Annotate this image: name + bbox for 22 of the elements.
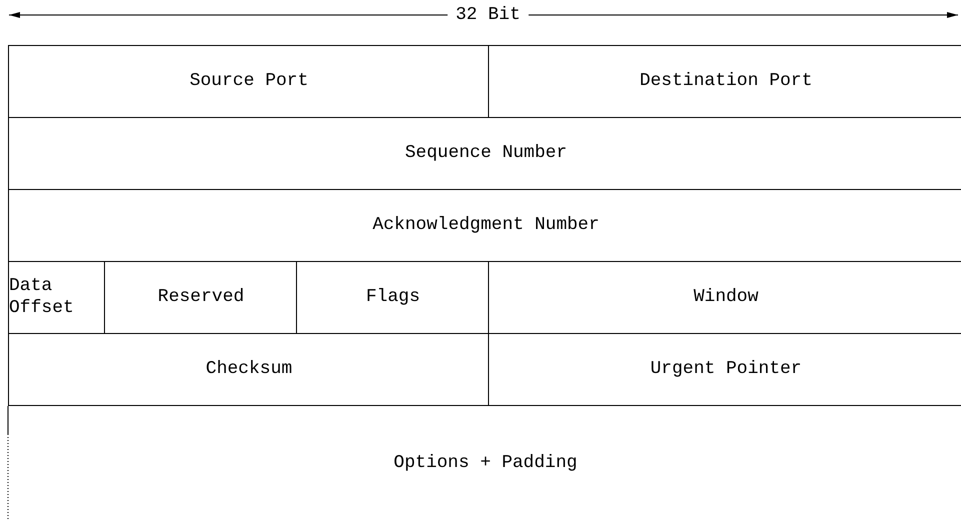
field-label: Urgent Pointer <box>650 359 802 381</box>
field-label: Flags <box>366 287 420 309</box>
header-field-cell <box>8 405 961 521</box>
header-field-cell <box>488 333 961 406</box>
field-label: Source Port <box>190 71 308 93</box>
field-label: Sequence Number <box>404 143 568 165</box>
header-field-cell <box>8 261 105 334</box>
header-field-cell <box>8 333 489 406</box>
header-field-cell <box>8 189 961 262</box>
field-label: Window <box>694 287 758 309</box>
field-label: Reserved <box>158 287 244 309</box>
field-label: Destination Port <box>640 71 812 93</box>
header-field-cell <box>296 261 489 334</box>
header-field-cell <box>8 117 961 190</box>
field-label: Data Offset <box>9 276 75 320</box>
field-label: Acknowledgment Number <box>372 215 600 237</box>
field-label: Options + Padding <box>394 452 578 474</box>
header-field-cell <box>8 45 489 118</box>
header-field-cell <box>488 45 961 118</box>
header-field-cell <box>104 261 297 334</box>
field-label: Checksum <box>206 359 292 381</box>
header-field-cell <box>488 261 961 334</box>
